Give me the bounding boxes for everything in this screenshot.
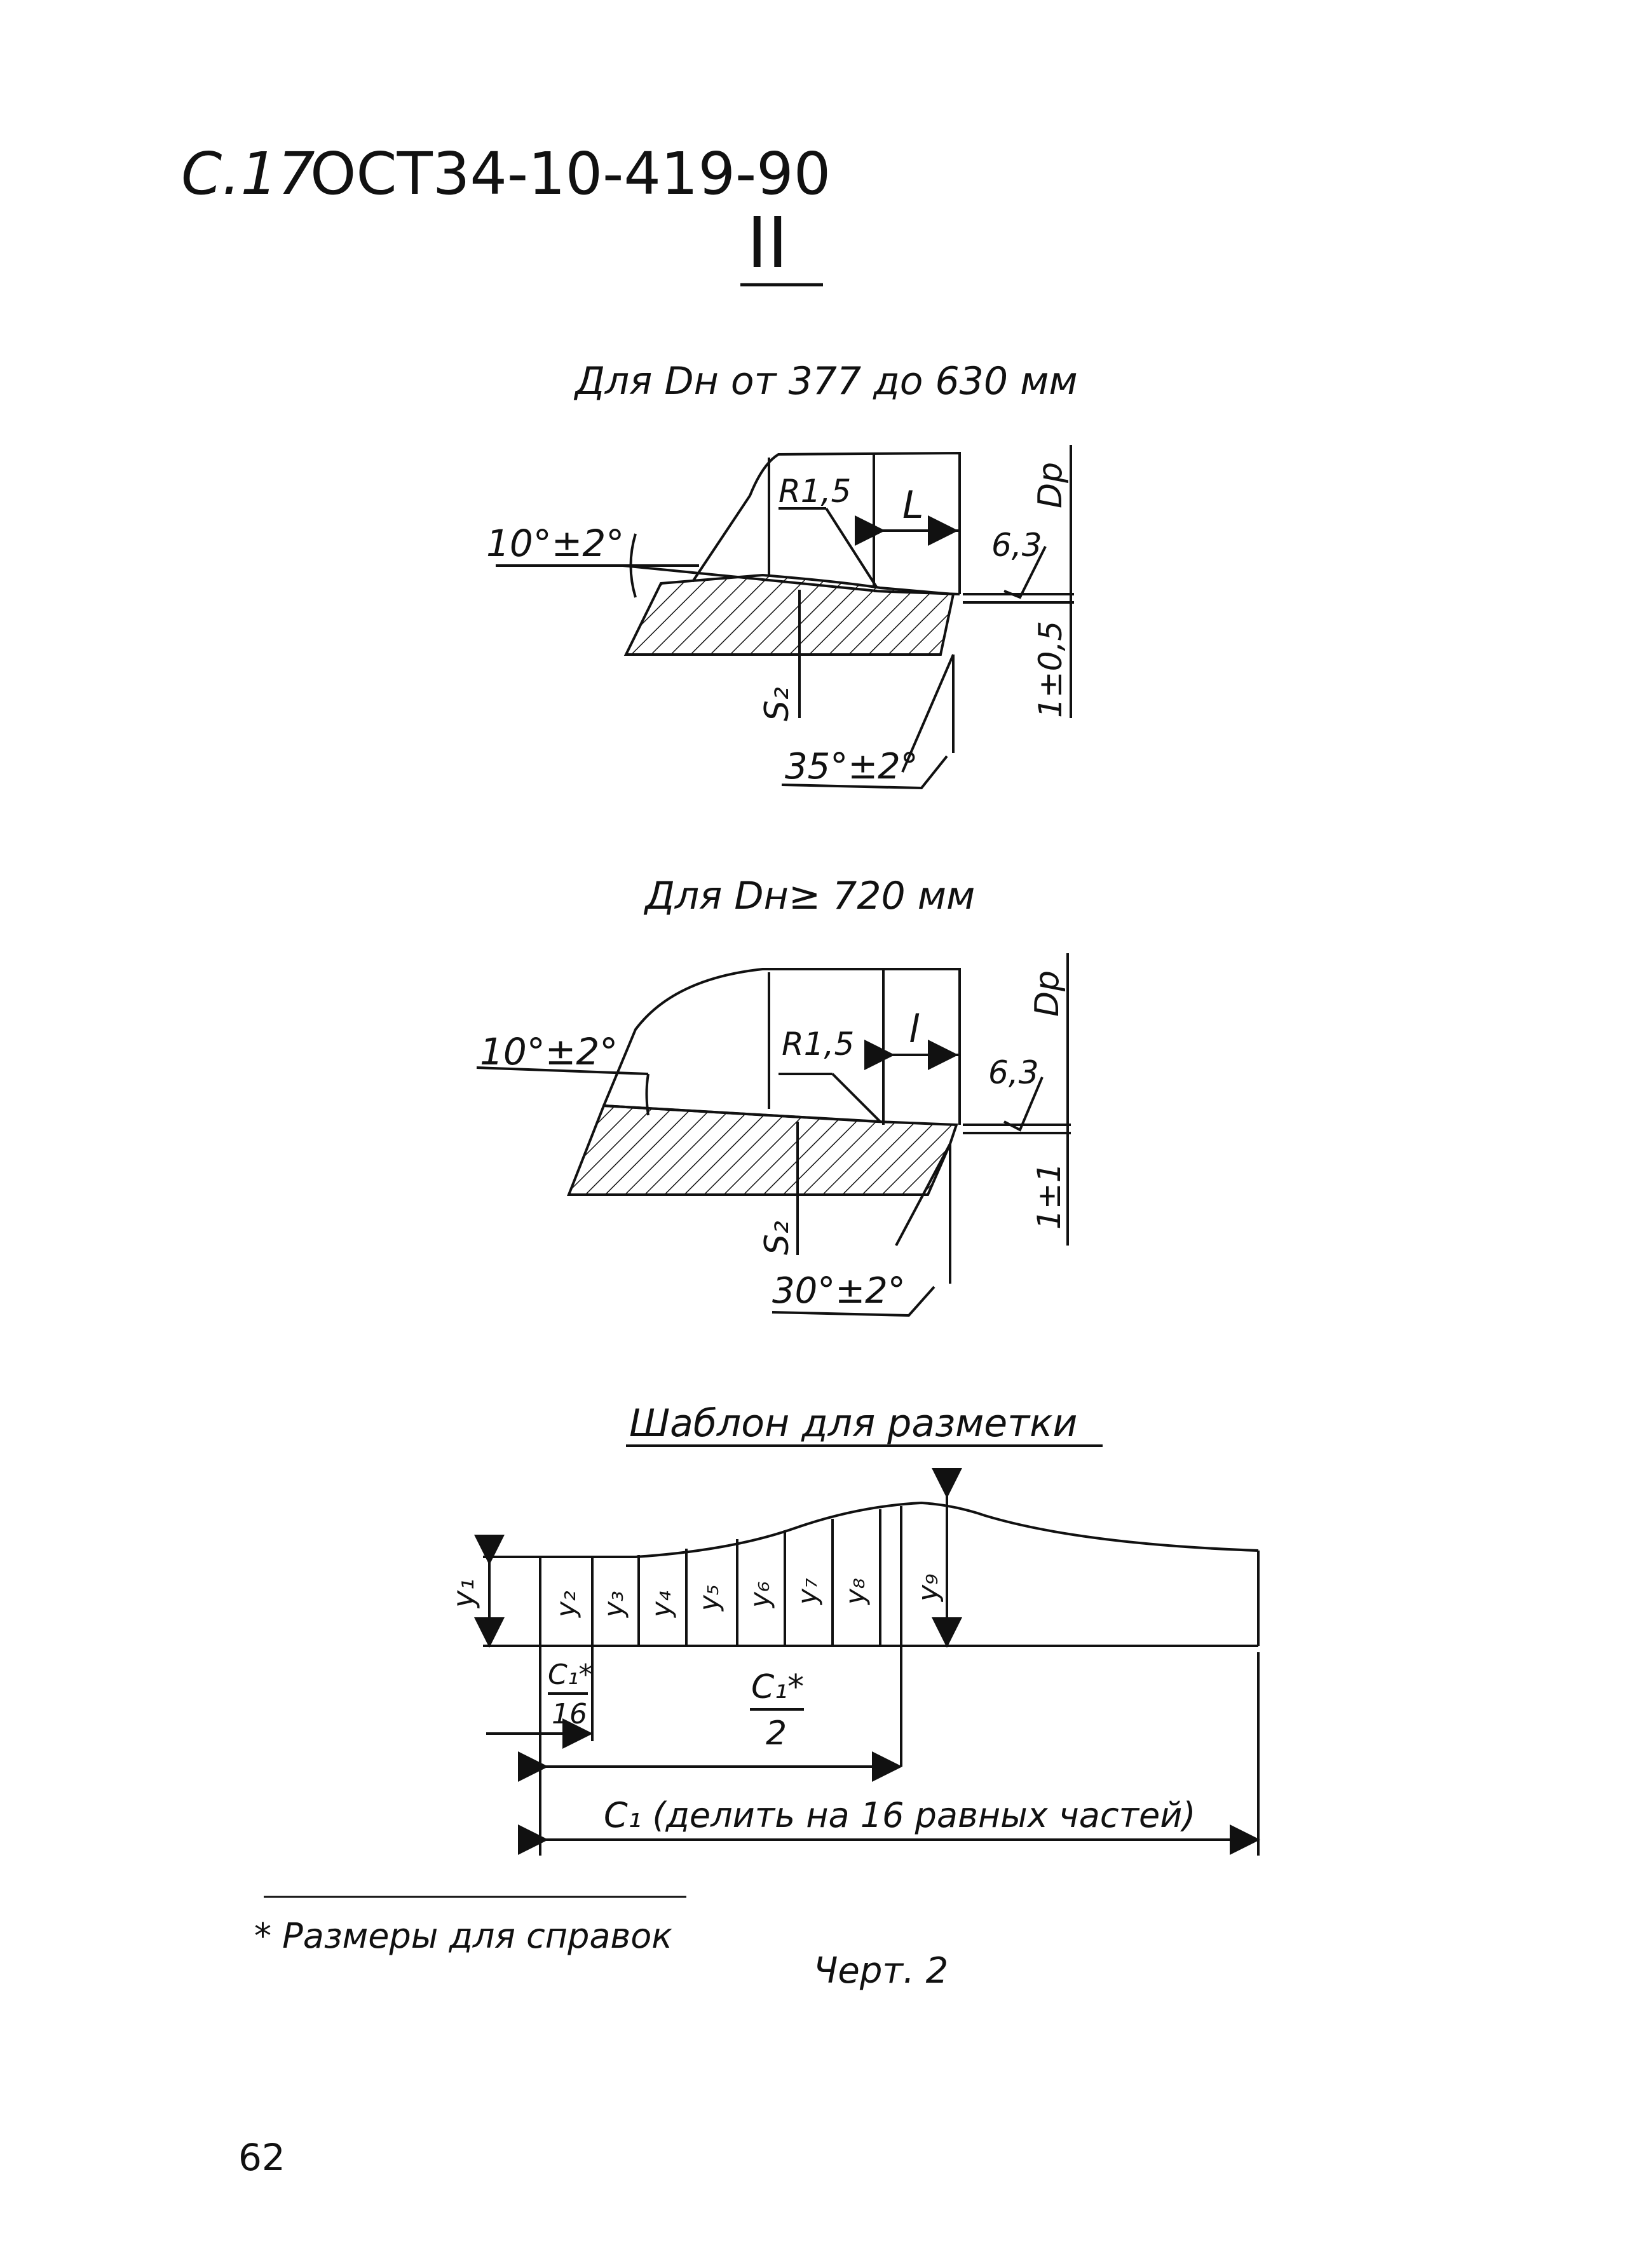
page-label: С.17: [181, 140, 315, 208]
y4-label: у₄: [646, 1591, 677, 1619]
s1-s2-label: S₂: [758, 687, 796, 721]
s1-angle-bevel: 10°±2°: [486, 522, 624, 565]
c16-denominator: 16: [552, 1698, 587, 1730]
c2-denominator: 2: [766, 1715, 787, 1753]
template-title: Шаблон для разметки: [629, 1401, 1077, 1446]
s1-length-label: L: [902, 483, 923, 527]
y8-label: у₈: [840, 1578, 871, 1606]
y3-label: у₃: [598, 1591, 629, 1619]
s2-dp-label: Dр: [1028, 970, 1066, 1017]
s2-angle-bevel: 10°±2°: [480, 1030, 618, 1073]
c1-label: C₁ (делить на 16 равных частей): [604, 1795, 1195, 1835]
y9-label: у₉: [912, 1573, 944, 1603]
s2-s2-label: S₂: [758, 1221, 796, 1255]
s1-roughness: 6,3: [991, 527, 1042, 564]
section-numeral: II: [747, 202, 788, 283]
y2-label: у₂: [550, 1591, 581, 1619]
y5-label: у₅: [693, 1584, 724, 1612]
s2-length-label: l: [909, 1007, 920, 1052]
footnote: * Размеры для справок: [254, 1916, 672, 1956]
template-drawing: [474, 1468, 1260, 1856]
section2-title: Для Dн≥ 720 мм: [643, 874, 975, 918]
figure-caption: Черт. 2: [813, 1950, 948, 1992]
s1-tolerance: 1±0,5: [1032, 621, 1069, 718]
s2-radius-label: R1,5: [782, 1026, 854, 1063]
y7-label: у₇: [792, 1578, 823, 1606]
s2-roughness: 6,3: [988, 1054, 1039, 1091]
s2-tolerance: 1±1: [1031, 1162, 1068, 1230]
c2-numerator: C₁*: [751, 1668, 804, 1706]
y1-label: у₁: [446, 1579, 480, 1609]
section1-drawing: [496, 445, 1074, 790]
standard-number: ОСТ34-10-419-90: [310, 140, 831, 208]
s1-dp-label: Dр: [1031, 462, 1070, 508]
section1-title: Для Dн от 377 до 630 мм: [573, 359, 1078, 404]
s1-angle-chamfer: 35°±2°: [785, 746, 918, 787]
c16-numerator: C₁*: [548, 1659, 592, 1691]
s2-angle-chamfer: 30°±2°: [772, 1270, 906, 1312]
s1-radius-label: R1,5: [779, 473, 851, 510]
y6-label: у₆: [744, 1581, 775, 1609]
page-number: 62: [238, 2136, 285, 2179]
section2-drawing: [476, 953, 1071, 1317]
